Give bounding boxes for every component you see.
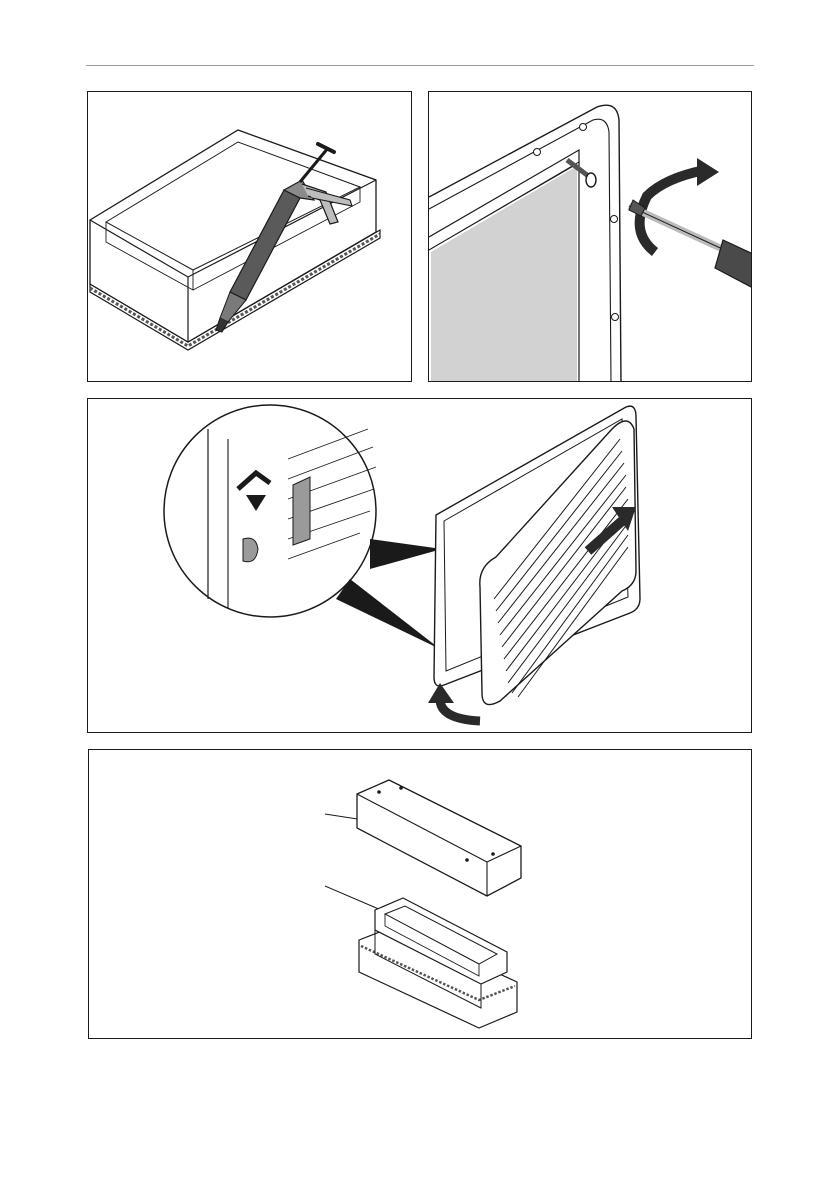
figure-grille-removal [87,398,752,733]
screwdriver-icon [429,92,752,382]
figure-frame-and-cover [88,749,752,1039]
vent-grille-icon [88,399,752,733]
figure-sealant-application [87,91,412,382]
frame-and-cover-icon [89,750,752,1039]
figure-screw-fastening [428,91,752,382]
caulking-gun-icon [88,92,412,382]
header-rule [86,65,754,66]
